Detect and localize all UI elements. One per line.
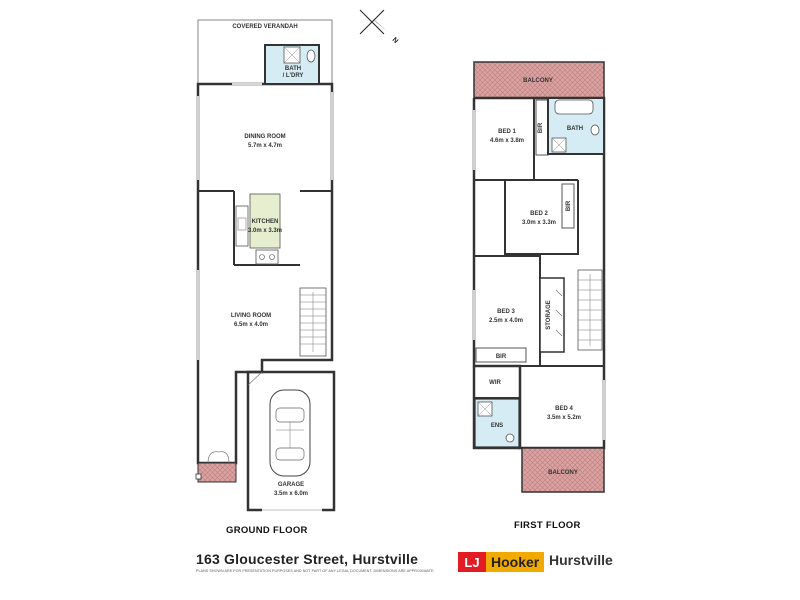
bed2-wall xyxy=(504,180,579,255)
bed4-label: BED 4 xyxy=(555,406,573,412)
bir2-closet xyxy=(561,183,575,229)
first-stairs xyxy=(577,269,603,351)
bottom-balcony xyxy=(521,447,605,493)
bir2-label: BIR xyxy=(566,200,572,211)
property-address: 163 Gloucester Street, Hurstville xyxy=(196,551,419,567)
floor-plan: COVERED VERANDAH BATH / L'DRY DINING ROO… xyxy=(195,9,606,512)
car-icon xyxy=(269,389,311,477)
bir1-label: BIR xyxy=(538,122,544,133)
compass-north-label: N xyxy=(391,36,400,45)
lower-wing-wall xyxy=(472,366,520,450)
living-size: 6.5m x 4.0m xyxy=(234,322,268,328)
storage-room xyxy=(539,277,565,353)
top-balcony xyxy=(473,61,605,99)
ens-label: ENS xyxy=(491,423,503,429)
plan-disclaimer: PLANS SHOWN ARE FOR PRESENTATION PURPOSE… xyxy=(196,569,435,573)
bed1-label: BED 1 xyxy=(498,129,516,135)
first-floor-title: FIRST FLOOR xyxy=(514,520,581,531)
wir-label: WIR xyxy=(489,380,501,386)
bath-label: BATH xyxy=(285,66,301,72)
verandah-label: COVERED VERANDAH xyxy=(232,24,297,30)
toilet-fixture xyxy=(306,49,316,63)
garage-door-swing xyxy=(247,371,263,386)
cooktop xyxy=(255,249,279,265)
living-label: LIVING ROOM xyxy=(231,313,271,319)
ground-exterior-wall xyxy=(196,82,334,465)
dining-label: DINING ROOM xyxy=(244,134,285,140)
agency-logo: LJ Hooker xyxy=(458,552,545,572)
first-floor-plan: BALCONY BED 1 4.6m x 3.8m BIR BATH BED 2… xyxy=(472,61,606,493)
office-name: Hurstville xyxy=(549,552,613,568)
bed2-label: BED 2 xyxy=(530,211,548,217)
bed2-size: 3.0m x 3.3m xyxy=(522,220,556,226)
garage-size: 3.5m x 6.0m xyxy=(274,491,308,497)
first-bath-label: BATH xyxy=(567,126,583,132)
ensuite-room xyxy=(474,398,520,448)
bathtub xyxy=(554,99,594,115)
bir3-label: BIR xyxy=(496,354,507,360)
hooker-wordmark: Hooker xyxy=(486,552,545,572)
top-balcony-label: BALCONY xyxy=(523,78,553,84)
kitchen-label: KITCHEN xyxy=(252,219,279,225)
kitchen-island xyxy=(249,193,281,249)
bed3-label: BED 3 xyxy=(497,309,515,315)
bed4-size: 3.5m x 5.2m xyxy=(547,415,581,421)
kitchen-sink xyxy=(237,217,247,231)
entry-door-swing xyxy=(207,451,230,464)
storage-label: STORAGE xyxy=(546,300,552,330)
shower-cross-icon xyxy=(283,46,301,64)
bottom-balcony-label: BALCONY xyxy=(548,470,578,476)
bed1-size: 4.6m x 3.8m xyxy=(490,138,524,144)
ground-floor-plan: COVERED VERANDAH BATH / L'DRY DINING ROO… xyxy=(195,19,336,512)
compass-rose: N xyxy=(359,9,400,45)
dining-size: 5.7m x 4.7m xyxy=(248,143,282,149)
ground-floor-title: GROUND FLOOR xyxy=(226,525,308,536)
laundry-label: / L'DRY xyxy=(283,73,304,79)
bed3-size: 2.5m x 4.0m xyxy=(489,318,523,324)
ground-stairs xyxy=(299,287,327,357)
lj-mark: LJ xyxy=(458,552,486,572)
front-porch xyxy=(197,462,237,483)
garage-label: GARAGE xyxy=(278,482,304,488)
kitchen-size: 3.0m x 3.3m xyxy=(248,228,282,234)
bir3-closet xyxy=(475,347,527,363)
